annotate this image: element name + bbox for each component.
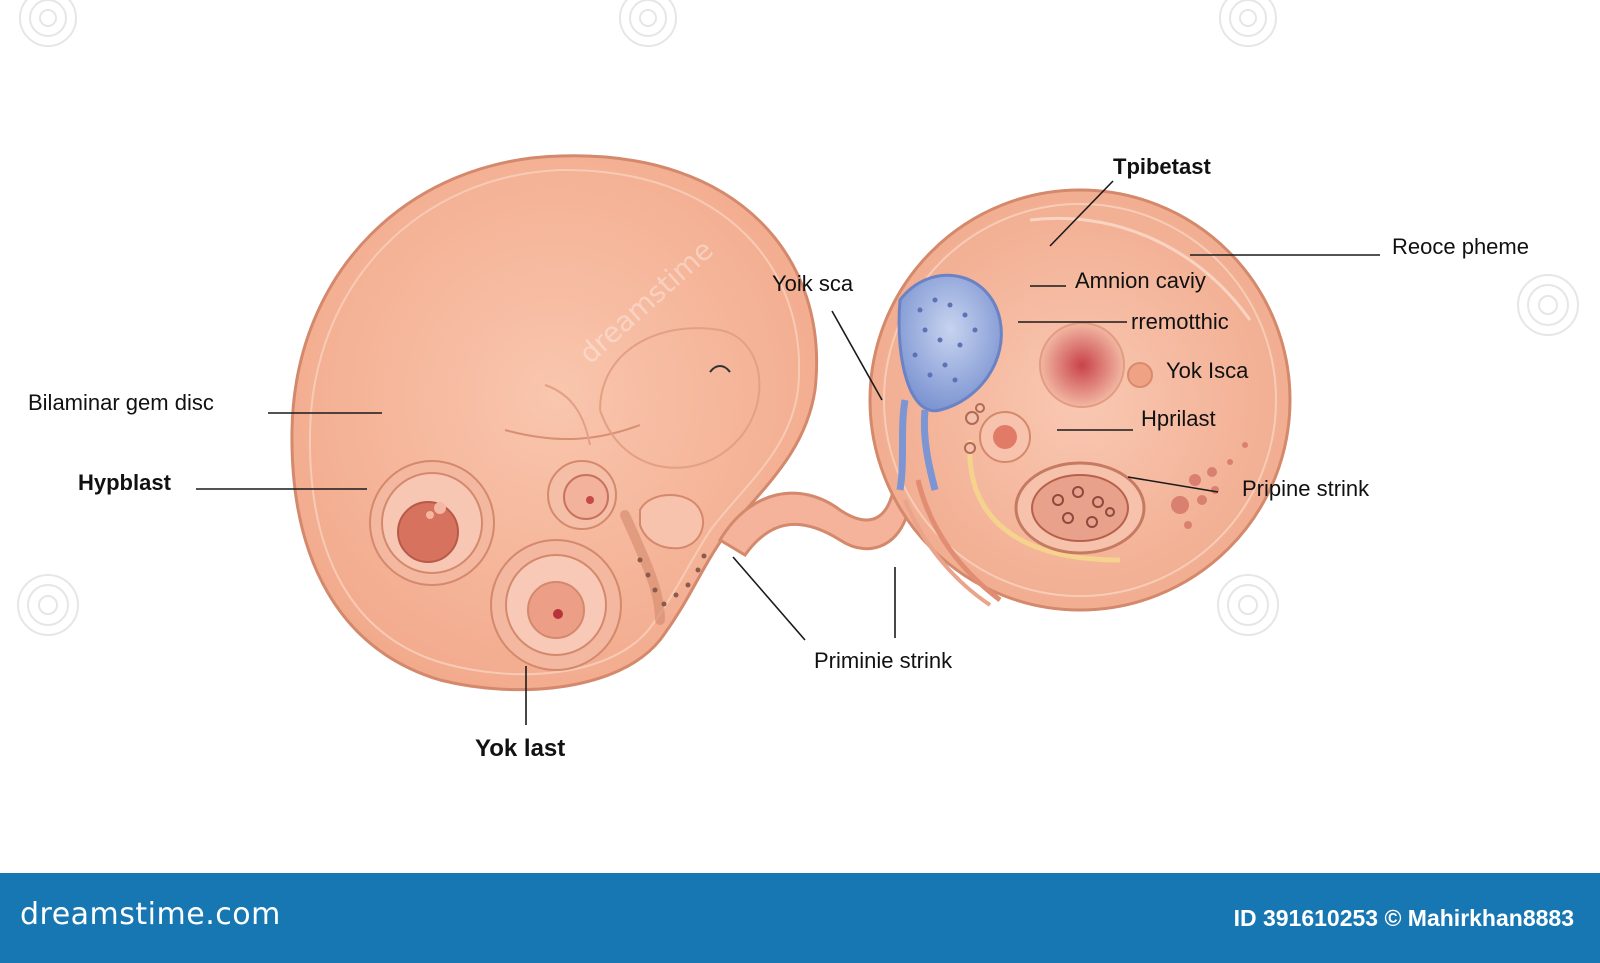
dreamstime-swirl-icon bbox=[17, 574, 79, 636]
label-hypoblast-right: Hprilast bbox=[1141, 406, 1216, 431]
label-bilaminar-germ-disc: Bilaminar gem disc bbox=[28, 390, 214, 415]
label-yolk-last: Yok last bbox=[475, 735, 566, 762]
label-amnion-cavity: Amnion caviy bbox=[1075, 268, 1206, 293]
label-trophoblast: Tpibetast bbox=[1113, 154, 1211, 179]
label-primitive-streak-right: Pripine strink bbox=[1242, 476, 1370, 501]
label-primitive-streak-center: Priminie strink bbox=[814, 648, 953, 673]
label-yolk-sac-top: Yoik sca bbox=[772, 271, 854, 296]
brand-logo[interactable]: dreamstime.com bbox=[20, 897, 281, 932]
label-yolk-sac-right: Yok Isca bbox=[1166, 358, 1249, 383]
dreamstime-swirl-icon bbox=[1517, 274, 1579, 336]
leader-lines bbox=[196, 180, 1380, 725]
label-rremotthic: rremotthic bbox=[1131, 309, 1229, 334]
label-reoce-pheme: Reoce pheme bbox=[1392, 234, 1529, 259]
dreamstime-swirl-icon bbox=[619, 0, 677, 47]
right-embryo bbox=[868, 188, 1292, 612]
watermark-icons bbox=[17, 0, 1579, 636]
left-embryo bbox=[290, 154, 818, 692]
image-credit: ID 391610253 © Mahirkhan8883 bbox=[1233, 905, 1574, 931]
dreamstime-swirl-icon bbox=[1219, 0, 1277, 47]
footer-bar: dreamstime.com ID 391610253 © Mahirkhan8… bbox=[0, 873, 1600, 963]
dreamstime-swirl-icon bbox=[1217, 574, 1279, 636]
label-hypoblast-left: Hypblast bbox=[78, 470, 171, 495]
dreamstime-swirl-icon bbox=[19, 0, 77, 47]
